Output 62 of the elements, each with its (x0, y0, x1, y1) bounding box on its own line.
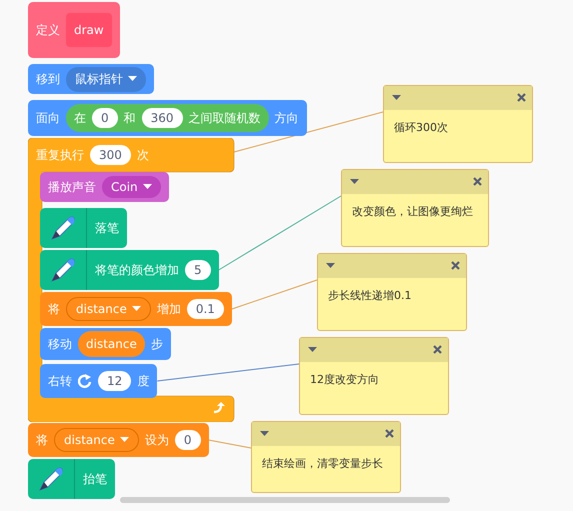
motion-block (28, 64, 154, 94)
dropdown-menu: 鼠标指针 (66, 66, 146, 92)
sound-block (40, 172, 169, 202)
block-label: 之间取随机数 (188, 110, 261, 126)
comment-note (341, 169, 489, 247)
block-label: 移到 (36, 70, 60, 88)
block-label: 面向 (36, 110, 60, 126)
leader-line (156, 364, 300, 382)
define-block (28, 2, 120, 58)
number-input: 5 (185, 260, 211, 280)
variable-reporter (78, 331, 145, 357)
block-label: 次 (136, 146, 149, 164)
block-label: 将 (36, 432, 48, 448)
block-label: 方向 (274, 110, 299, 126)
comment-text: 改变颜色，让图像更绚烂 (352, 204, 473, 219)
comment-note (383, 85, 533, 163)
comment-note (299, 337, 449, 415)
comment-text: 步长线性递增0.1 (328, 288, 412, 303)
variable-block (40, 292, 232, 326)
dropdown-menu: distance (54, 428, 139, 452)
dropdown-menu: distance (66, 297, 151, 321)
leader-line (234, 112, 384, 152)
comment-text: 循环300次 (394, 120, 448, 135)
motion-block (28, 100, 307, 136)
block-label: 增加 (156, 300, 181, 318)
comment-text: 结束绘画，清零变量步长 (262, 456, 383, 471)
number-input: 0.1 (186, 299, 224, 319)
number-input: 300 (90, 145, 131, 165)
motion-block (40, 364, 158, 398)
block-label: 和 (124, 110, 136, 126)
number-input: 0 (174, 430, 200, 450)
block-label: 步 (150, 336, 163, 352)
pen-block (28, 459, 115, 499)
block-label: 抬笔 (83, 470, 107, 488)
leader-line (208, 440, 252, 448)
comment-note (251, 421, 401, 493)
motion-block (40, 328, 171, 360)
block-label: 定义 (36, 22, 60, 38)
block-label: 右转 (48, 372, 72, 390)
block-label: 度 (137, 372, 150, 390)
block-label: 设为 (144, 432, 169, 448)
block-label: 在 (74, 110, 86, 126)
number-input: 360 (142, 108, 183, 128)
number-input: 0 (92, 108, 118, 128)
leader-line (218, 196, 342, 270)
block-label: 重复执行 (36, 146, 84, 164)
random-number-reporter (66, 104, 269, 132)
custom-block-name: draw (66, 13, 112, 47)
comment-text: 12度改变方向 (310, 372, 379, 387)
leader-line (231, 280, 318, 310)
block-label: 落笔 (95, 220, 119, 236)
pen-block (40, 250, 219, 290)
variable-block (28, 423, 208, 457)
block-label: distance (86, 337, 137, 351)
block-label: 播放声音 (48, 178, 96, 196)
comment-note (317, 253, 467, 331)
block-label: 将 (48, 300, 60, 318)
number-input: 12 (98, 371, 132, 391)
block-label: 将笔的颜色增加 (95, 262, 179, 278)
dropdown-menu: Coin (102, 176, 161, 198)
block-label: 移动 (48, 336, 72, 352)
pen-block (40, 208, 127, 248)
